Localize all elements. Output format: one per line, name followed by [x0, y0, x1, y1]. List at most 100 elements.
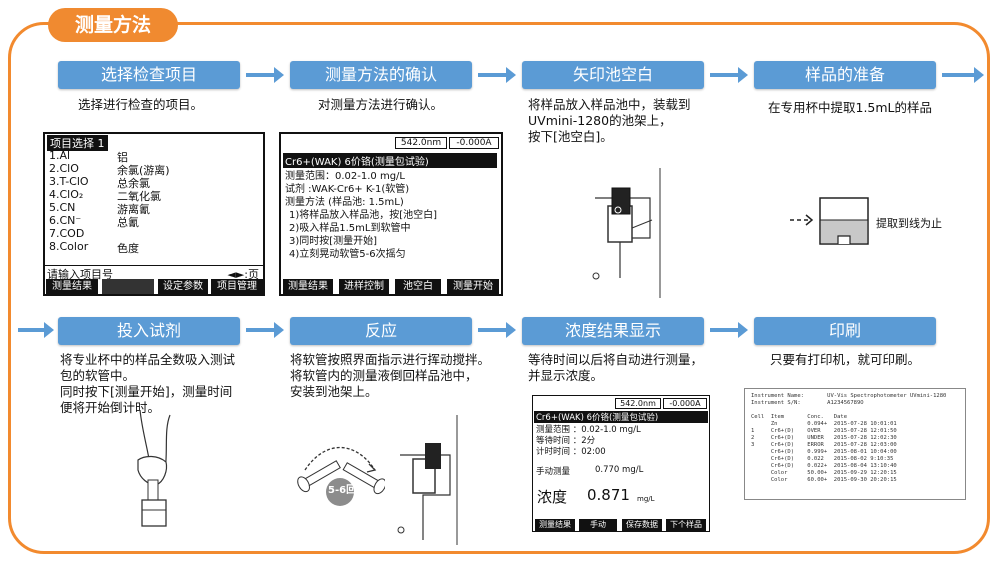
lcd-page-hint: ◄►:页: [227, 268, 259, 281]
lcd-header: Cr6+(WAK) 6价铬(测量包试验): [283, 153, 497, 168]
printout-line: 3 Cr6+(D) ERROR 2015-07-28 12:03:00: [751, 442, 897, 448]
conc-label: 浓度: [537, 488, 568, 506]
hand-tube-illustration: [137, 410, 171, 527]
page-title: 测量方法: [48, 8, 178, 42]
desc-line: 等待时间以后将自动进行测量，: [528, 352, 704, 367]
desc-confirm-method: 对测量方法进行确认。: [318, 97, 488, 113]
item-name: 色度: [117, 242, 139, 255]
lcd-line: 等待时间 ：2分: [536, 436, 596, 446]
lcd-line: 4)立刻晃动软管5-6次摇匀: [289, 249, 406, 260]
key-settings: 设定参数: [158, 279, 208, 294]
desc-line: 选择进行检查的项目。: [78, 97, 204, 112]
lcd-item-select: 项目选择 1 1.Al 铝 2.ClO 余氯(游离) 3.T-ClO 总余氯 4…: [43, 132, 265, 296]
step-sample-prep: 样品的准备: [754, 61, 936, 89]
step-reaction: 反应: [290, 317, 472, 345]
lcd-wavelength: 542.0nm: [615, 398, 661, 409]
step-cell-blank: 矢印池空白: [522, 61, 704, 89]
item-code: 1.Al: [49, 149, 71, 162]
step-select-item: 选择检查项目: [58, 61, 240, 89]
key-manual: 手动: [579, 519, 617, 531]
sample-line-label: 提取到线为止: [876, 217, 942, 230]
cell-holder-illustration-2: [397, 415, 458, 545]
step-confirm-method: 测量方法的确认: [290, 61, 472, 89]
item-code: 2.ClO: [49, 162, 79, 175]
printout-line: Instrument Name: UV-Vis Spectrophotomete…: [751, 393, 947, 399]
item-code: 3.T-ClO: [49, 175, 89, 188]
lcd-line: 3)同时按[测量开始]: [289, 236, 378, 247]
arrow-8: [710, 322, 748, 338]
lcd-header: 项目选择 1: [47, 135, 108, 151]
lcd-wavelength: 542.0nm: [395, 137, 447, 149]
item-name: 游离氰: [117, 203, 150, 216]
arrow-6: [246, 322, 284, 338]
lcd-line: 计时时间 ：02:00: [536, 447, 606, 457]
printout-line: Color 60.00+ 2015-09-30 20:20:15: [751, 477, 897, 483]
lcd-method-confirm: 542.0nm -0.000A Cr6+(WAK) 6价铬(测量包试验) 测量范…: [279, 132, 503, 296]
desc-reaction: 将软管按照界面指示进行挥动搅拌。 将软管内的测量液倒回样品池中， 安装到池架上。: [290, 352, 510, 400]
step-result-display: 浓度结果显示: [522, 317, 704, 345]
conc-unit: mg/L: [637, 495, 655, 503]
desc-line: 包的软管中。: [60, 368, 136, 383]
printout-line: 2 Cr6+(D) UNDER 2015-07-28 12:02:30: [751, 435, 897, 441]
cell-holder-illustration: [592, 168, 661, 298]
item-code: 7.COD: [49, 227, 85, 240]
key-injection: 进样控制: [339, 279, 389, 294]
desc-line: 将软管按照界面指示进行挥动搅拌。: [290, 352, 491, 367]
item-name: 总余氯: [117, 177, 150, 190]
desc-line: 将样品放入样品池中，装载到: [528, 97, 691, 112]
printout-line: [751, 407, 959, 414]
item-code: 5.CN: [49, 201, 76, 214]
conc-value: 0.871: [587, 486, 630, 504]
desc-add-reagent: 将专业杯中的样品全数吸入测试 包的软管中。 同时按下[测量开始]，测量时间 便将…: [60, 352, 260, 416]
printout: Instrument Name: UV-Vis Spectrophotomete…: [744, 388, 966, 500]
printout-line: Color 50.00+ 2015-09-29 12:20:15: [751, 470, 897, 476]
measure-label: 手动测量: [536, 467, 571, 477]
lcd-result: 542.0nm -0.000A Cr6+(WAK) 6价铬(测量包试验) 测量范…: [532, 395, 710, 532]
desc-line: 将软管内的测量液倒回样品池中，: [290, 368, 478, 383]
item-name: 总氰: [117, 216, 139, 229]
desc-line: 并显示浓度。: [528, 368, 604, 383]
key-results: 测量结果: [535, 519, 575, 531]
arrow-4: [942, 67, 984, 83]
printout-line: Cr6+(D) 0.999+ 2015-08-01 10:04:00: [751, 449, 897, 455]
desc-print: 只要有打印机，就可印刷。: [770, 352, 970, 368]
desc-line: 将专业杯中的样品全数吸入测试: [60, 352, 236, 367]
printout-line: Zn 0.094+ 2015-07-28 10:01:01: [751, 421, 897, 427]
key-cell-blank: 池空白: [395, 279, 441, 294]
printout-line: Cr6+(D) 0.022 2015-08-02 9:10:35: [751, 456, 894, 462]
lcd-line: 试剂 :WAK-Cr6+ K-1(软管): [285, 184, 410, 195]
item-code: 4.ClO₂: [49, 188, 84, 201]
printout-line: Instrument S/N: A123456789O: [751, 400, 864, 406]
sample-cup-illustration: [790, 197, 869, 245]
desc-line: 在专用杯中提取1.5mL的样品: [768, 100, 933, 115]
lcd-line: 1)将样品放入样品池，按[池空白]: [289, 210, 438, 221]
desc-result-display: 等待时间以后将自动进行测量， 并显示浓度。: [528, 352, 728, 384]
item-code: 6.CN⁻: [49, 214, 82, 227]
item-name: 二氧化氯: [117, 190, 161, 203]
lcd-line: 测量范围 ：0.02-1.0 mg/L: [536, 425, 641, 435]
arrow-3: [710, 67, 748, 83]
shake-tube-illustration: [297, 447, 385, 506]
desc-line: 便将开始倒计时。: [60, 400, 161, 415]
lcd-line: 测量方法 (样品池: 1.5mL): [285, 197, 404, 208]
shake-count-label: 5-6回: [328, 485, 357, 496]
desc-line: 安装到池架上。: [290, 384, 378, 399]
desc-sample-prep: 在专用杯中提取1.5mL的样品: [768, 100, 968, 116]
printout-line: 1 Cr6+(D) OVER 2015-07-28 12:01:50: [751, 428, 897, 434]
key-save: 保存数据: [622, 519, 662, 531]
printout-line: Cell Item Conc. Date: [751, 414, 848, 420]
arrow-5: [18, 322, 54, 338]
item-code: 8.Color: [49, 240, 89, 253]
lcd-divider: [45, 265, 263, 266]
printout-line: Cr6+(D) 0.022+ 2015-08-04 13:10:40: [751, 463, 897, 469]
desc-line: 同时按下[测量开始]，测量时间: [60, 384, 233, 399]
desc-select-item: 选择进行检查的项目。: [78, 97, 248, 113]
lcd-absorbance: -0.000A: [663, 398, 707, 409]
item-name: 余氯(游离): [117, 164, 170, 177]
key-results: 测量结果: [283, 279, 333, 294]
lcd-prompt: 请输入项目号: [47, 268, 113, 281]
arrow-2: [478, 67, 516, 83]
arrow-7: [478, 322, 516, 338]
arrow-1: [246, 67, 284, 83]
lcd-line: 测量范围：0.02-1.0 mg/L: [285, 171, 405, 182]
